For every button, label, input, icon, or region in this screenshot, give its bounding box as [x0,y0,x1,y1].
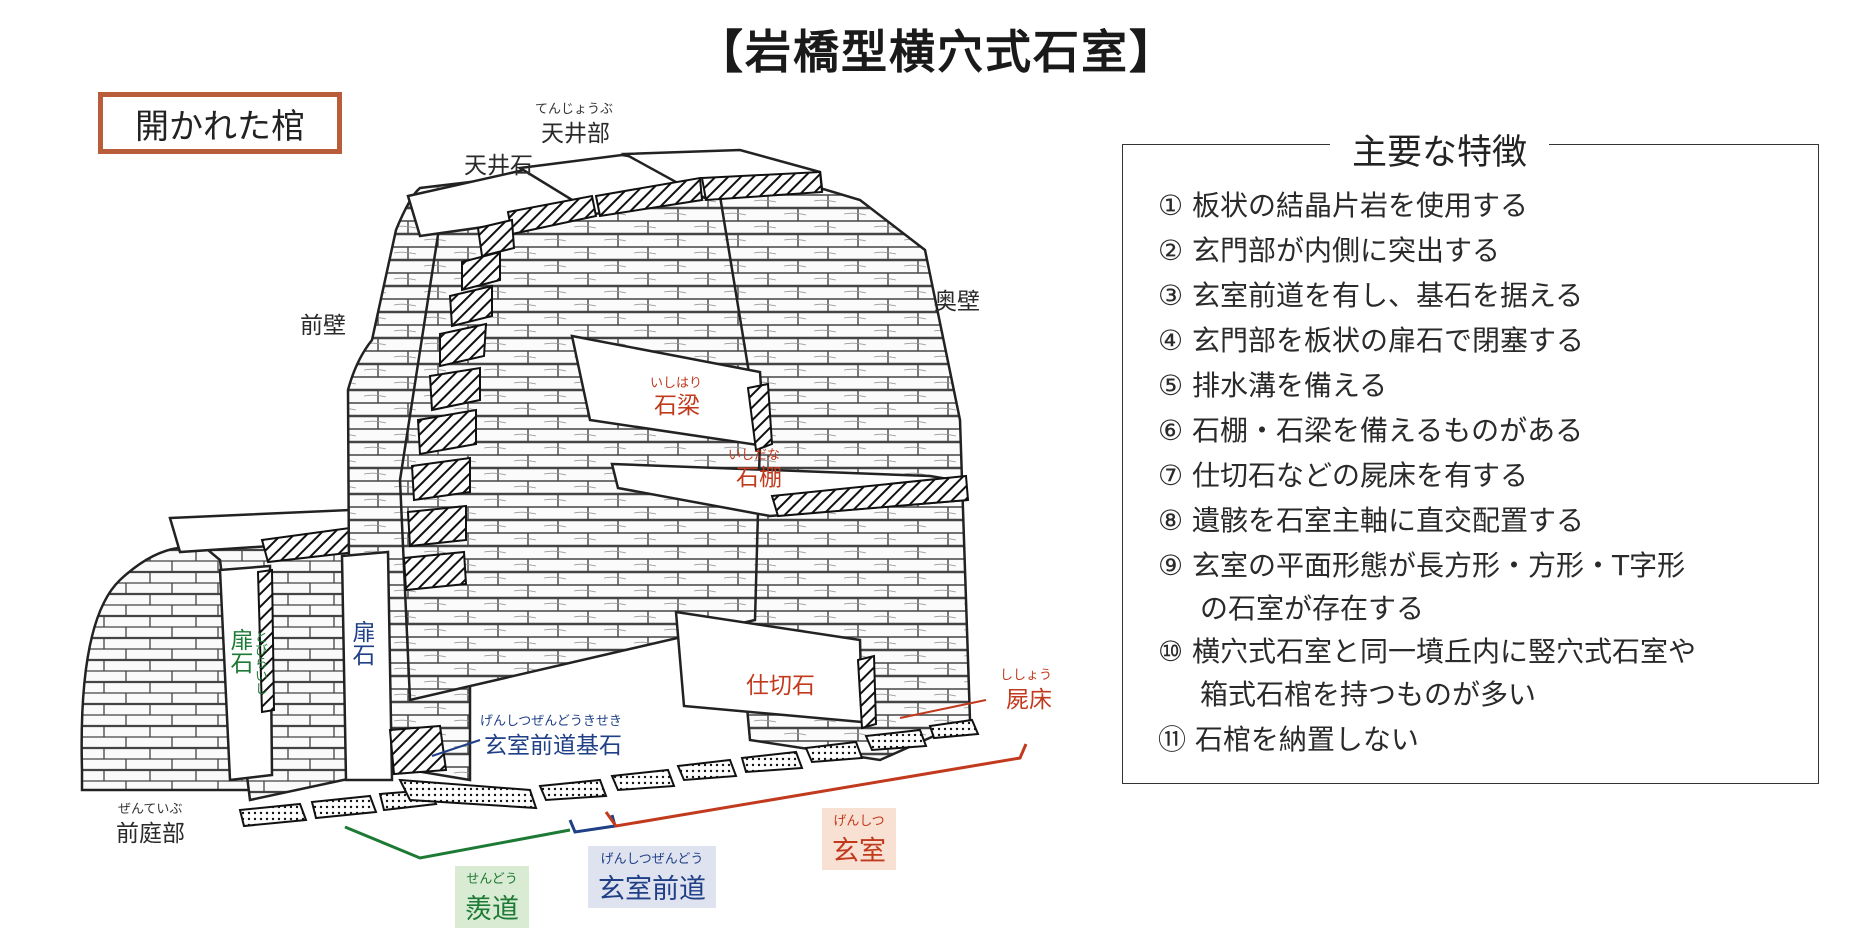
beam-label: 石梁 [654,393,700,419]
feature-item: ⑨ 玄室の平面形態が長方形・方形・T字形 [1158,549,1686,582]
ceiling-ruby: てんじょうぶ [535,102,614,117]
passage-label: 羨道 [465,894,519,925]
door-stone-right-label: 扉石 [348,620,374,666]
feature-item: ⑩ 横穴式石室と同一墳丘内に竪穴式石室や [1158,635,1697,668]
feature-item: ⑤ 排水溝を備える [1158,369,1388,402]
feature-item: ⑧ 遺骸を石室主軸に直交配置する [1158,504,1585,537]
passage-ruby: せんどう [466,872,518,887]
shelf-label: 石棚 [736,465,782,491]
chamber-badge: げんしつ 玄室 [822,808,896,870]
open-coffin-badge: 開かれた棺 [98,92,342,154]
feature-item-continued: の石室が存在する [1200,592,1425,625]
feature-item: ⑪ 石棺を納置しない [1158,723,1419,756]
features-title: 主要な特徴 [1330,124,1550,175]
feature-item: ② 玄門部が内側に突出する [1158,234,1501,267]
antechamber-ruby: げんしつぜんどう [600,852,704,867]
forecourt-ruby: ぜんていぶ [118,802,183,817]
feature-item: ④ 玄門部を板状の扉石で閉塞する [1158,324,1585,357]
forecourt-wall [80,538,252,792]
front-wall-label: 前壁 [300,313,346,339]
bed-label: 屍床 [1006,687,1052,713]
front-wall-section [402,218,516,592]
feature-item: ⑦ 仕切石などの屍床を有する [1158,459,1529,492]
partition-label: 仕切石 [746,673,815,699]
antechamber-base-stone [388,724,448,776]
passage-badge: せんどう 羨道 [455,866,529,928]
antechamber-label: 玄室前道 [598,874,706,905]
bed-ruby: ししょう [1000,668,1053,683]
antechamber-base-ruby: げんしつぜんどうきせき [480,714,622,729]
chamber-ruby: げんしつ [833,814,885,829]
feature-item-continued: 箱式石棺を持つものが多い [1200,678,1537,711]
feature-item: ③ 玄室前道を有し、基石を据える [1158,279,1584,312]
passage-bracket [344,825,571,860]
back-wall-label: 奥壁 [934,289,980,315]
door-stone-left-label: 扉石 [226,628,252,674]
page-title: 【岩橋型横穴式石室】 [697,25,1177,79]
ceiling-stone-label: 天井石 [464,153,533,179]
floor-stones [238,718,980,828]
door-stone-left-ruby: とびらいし [252,630,267,695]
shelf-ruby: いしだな [728,448,781,463]
antechamber-base-label: 玄室前道基石 [484,733,622,759]
forecourt-label: 前庭部 [116,821,185,847]
feature-item: ① 板状の結晶片岩を使用する [1158,189,1529,222]
feature-item: ⑥ 石棚・石梁を備えるものがある [1158,414,1584,447]
chamber-bracket [604,743,1028,828]
beam-ruby: いしはり [650,376,703,391]
antechamber-badge: げんしつぜんどう 玄室前道 [588,846,716,908]
door-stone-right [340,550,394,782]
chamber-label: 玄室 [832,836,886,867]
ceiling-label: 天井部 [541,121,610,147]
